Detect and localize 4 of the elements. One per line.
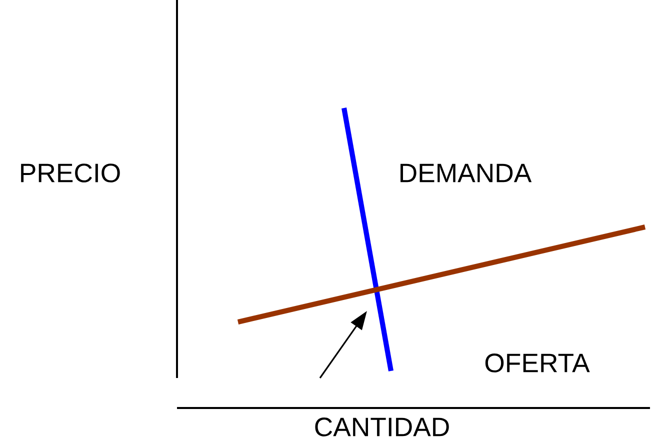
axis-label: CANTIDAD <box>315 418 449 436</box>
axis-label: PRECIO <box>21 164 120 182</box>
curve-label: OFERTA <box>485 354 590 372</box>
curve-label: DEMANDA <box>400 164 532 182</box>
